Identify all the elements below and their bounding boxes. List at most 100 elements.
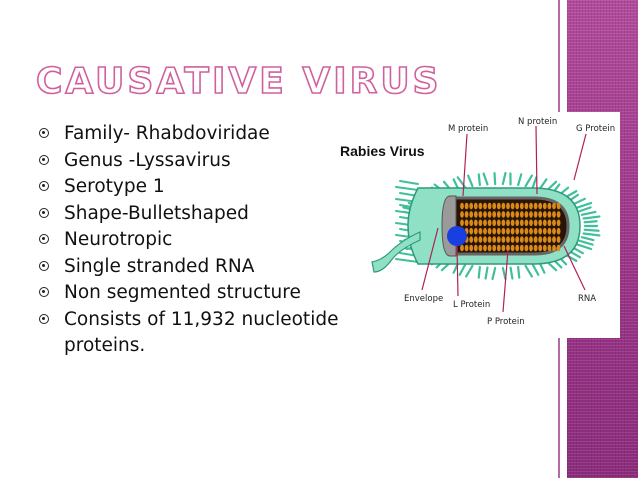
nucleoprotein-unit (510, 202, 515, 210)
nucleoprotein-unit (510, 219, 515, 227)
nucleoprotein-unit (501, 219, 506, 227)
nucleoprotein-unit (524, 236, 529, 243)
nucleoprotein-unit (473, 211, 478, 218)
rabies-virus-diagram: Rabies Virus (338, 112, 620, 338)
nucleoprotein-unit (542, 227, 547, 235)
nucleoprotein-unit (473, 227, 478, 235)
nucleoprotein-unit (510, 244, 515, 252)
nucleoprotein-unit (496, 236, 501, 243)
nucleoprotein-unit (547, 211, 552, 218)
nucleoprotein-unit (460, 211, 464, 218)
nucleoprotein-unit (529, 211, 533, 218)
nucleoprotein-unit (542, 244, 547, 252)
nucleoprotein-unit (460, 219, 464, 227)
label-l-protein: L Protein (453, 300, 490, 310)
nucleoprotein-unit (547, 202, 552, 210)
nucleoprotein-unit (538, 236, 543, 243)
nucleoprotein-unit (556, 236, 561, 243)
nucleoprotein-unit (501, 236, 506, 243)
pointer-m-protein (462, 133, 468, 197)
glycoprotein-spike (477, 265, 481, 279)
nucleoprotein-unit (478, 236, 483, 243)
nucleoprotein-unit (469, 236, 474, 243)
label-n-protein: N protein (518, 117, 557, 127)
nucleoprotein-unit (519, 211, 524, 218)
nucleoprotein-unit (529, 244, 533, 252)
nucleoprotein-unit (496, 219, 501, 227)
nucleoprotein-unit (483, 236, 487, 243)
nucleoprotein-unit (538, 227, 543, 235)
nucleoprotein-unit (542, 211, 547, 218)
pointer-n-protein (535, 125, 538, 195)
nucleoprotein-unit (556, 211, 561, 218)
nucleoprotein-unit (524, 244, 529, 252)
nucleoprotein-unit (533, 219, 538, 227)
bullet-item: Single stranded RNA (38, 254, 538, 281)
nucleoprotein-unit (533, 227, 538, 235)
nucleoprotein-unit (547, 227, 552, 235)
nucleoprotein-unit (478, 219, 483, 227)
bullet-item: Serotype 1 (38, 174, 538, 201)
bullet-text: Shape-Bulletshaped (64, 202, 249, 224)
nucleoprotein-unit (483, 227, 487, 235)
bullet-text: Family- Rhabdoviridae (64, 123, 270, 144)
glycoprotein-spike (509, 266, 514, 280)
nucleoprotein-unit (501, 202, 506, 210)
glycoprotein-spike (538, 178, 548, 191)
nucleoprotein-unit (515, 227, 520, 235)
bullet-icon (39, 207, 49, 218)
nucleoprotein-unit (492, 244, 497, 252)
glycoprotein-spike (482, 172, 489, 186)
glycoprotein-spike (524, 264, 534, 278)
glycoprotein-spike (395, 186, 419, 191)
nucleoprotein-unit (487, 219, 492, 227)
nucleoprotein-unit (483, 244, 487, 252)
nucleoprotein-unit (487, 236, 492, 243)
nucleoprotein-unit (483, 219, 487, 227)
glycoprotein-spike (491, 266, 497, 281)
nucleoprotein-unit (473, 236, 478, 243)
pointer-rna (563, 245, 586, 291)
label-m-protein: M protein (448, 124, 488, 134)
glycoprotein-spike (582, 215, 601, 220)
nucleoprotein-unit (519, 202, 524, 210)
nucleoprotein-unit (460, 244, 464, 252)
nucleoprotein-unit (524, 211, 529, 218)
bullet-icon (39, 128, 49, 138)
nucleoprotein-unit (519, 227, 524, 235)
nucleoprotein-unit (473, 219, 478, 227)
label-g-protein: G Protein (576, 124, 615, 134)
bullet-text: Serotype 1 (64, 176, 165, 197)
pointer-p-protein (502, 249, 509, 313)
nucleoprotein-unit (487, 227, 492, 235)
nucleoprotein-unit (478, 244, 483, 252)
nucleoprotein-unit (552, 227, 556, 235)
nucleoprotein-unit (469, 202, 474, 210)
glycoprotein-spike (575, 201, 593, 209)
nucleoprotein-unit (515, 244, 520, 252)
bullet-text: Neurotropic (64, 229, 173, 250)
label-envelope: Envelope (404, 294, 443, 304)
glycoprotein-spike (399, 180, 419, 185)
glycoprotein-spike (578, 239, 594, 246)
nucleoprotein-unit (492, 227, 497, 235)
nucleoprotein-unit (506, 236, 510, 243)
nucleoprotein-unit (533, 236, 538, 243)
nucleoprotein-unit (483, 211, 487, 218)
nucleoprotein-unit (496, 202, 501, 210)
side-decorative-bar (567, 0, 638, 478)
nucleoprotein-unit (542, 219, 547, 227)
nucleoprotein-unit (506, 227, 510, 235)
nucleoprotein-unit (552, 236, 556, 243)
nucleoprotein-unit (510, 211, 515, 218)
nucleoprotein-unit (519, 236, 524, 243)
nucleoprotein-unit (524, 202, 529, 210)
bullet-text: Genus -Lyssavirus (64, 149, 231, 171)
glycoprotein-spike (538, 261, 546, 274)
bullet-text: Non segmented structure (64, 282, 301, 303)
nucleoprotein-unit (552, 244, 556, 252)
nucleoprotein-unit (552, 202, 556, 210)
glycoprotein-spike (466, 174, 474, 188)
glycoprotein-spike (524, 174, 534, 188)
nucleoprotein-unit (496, 227, 501, 235)
